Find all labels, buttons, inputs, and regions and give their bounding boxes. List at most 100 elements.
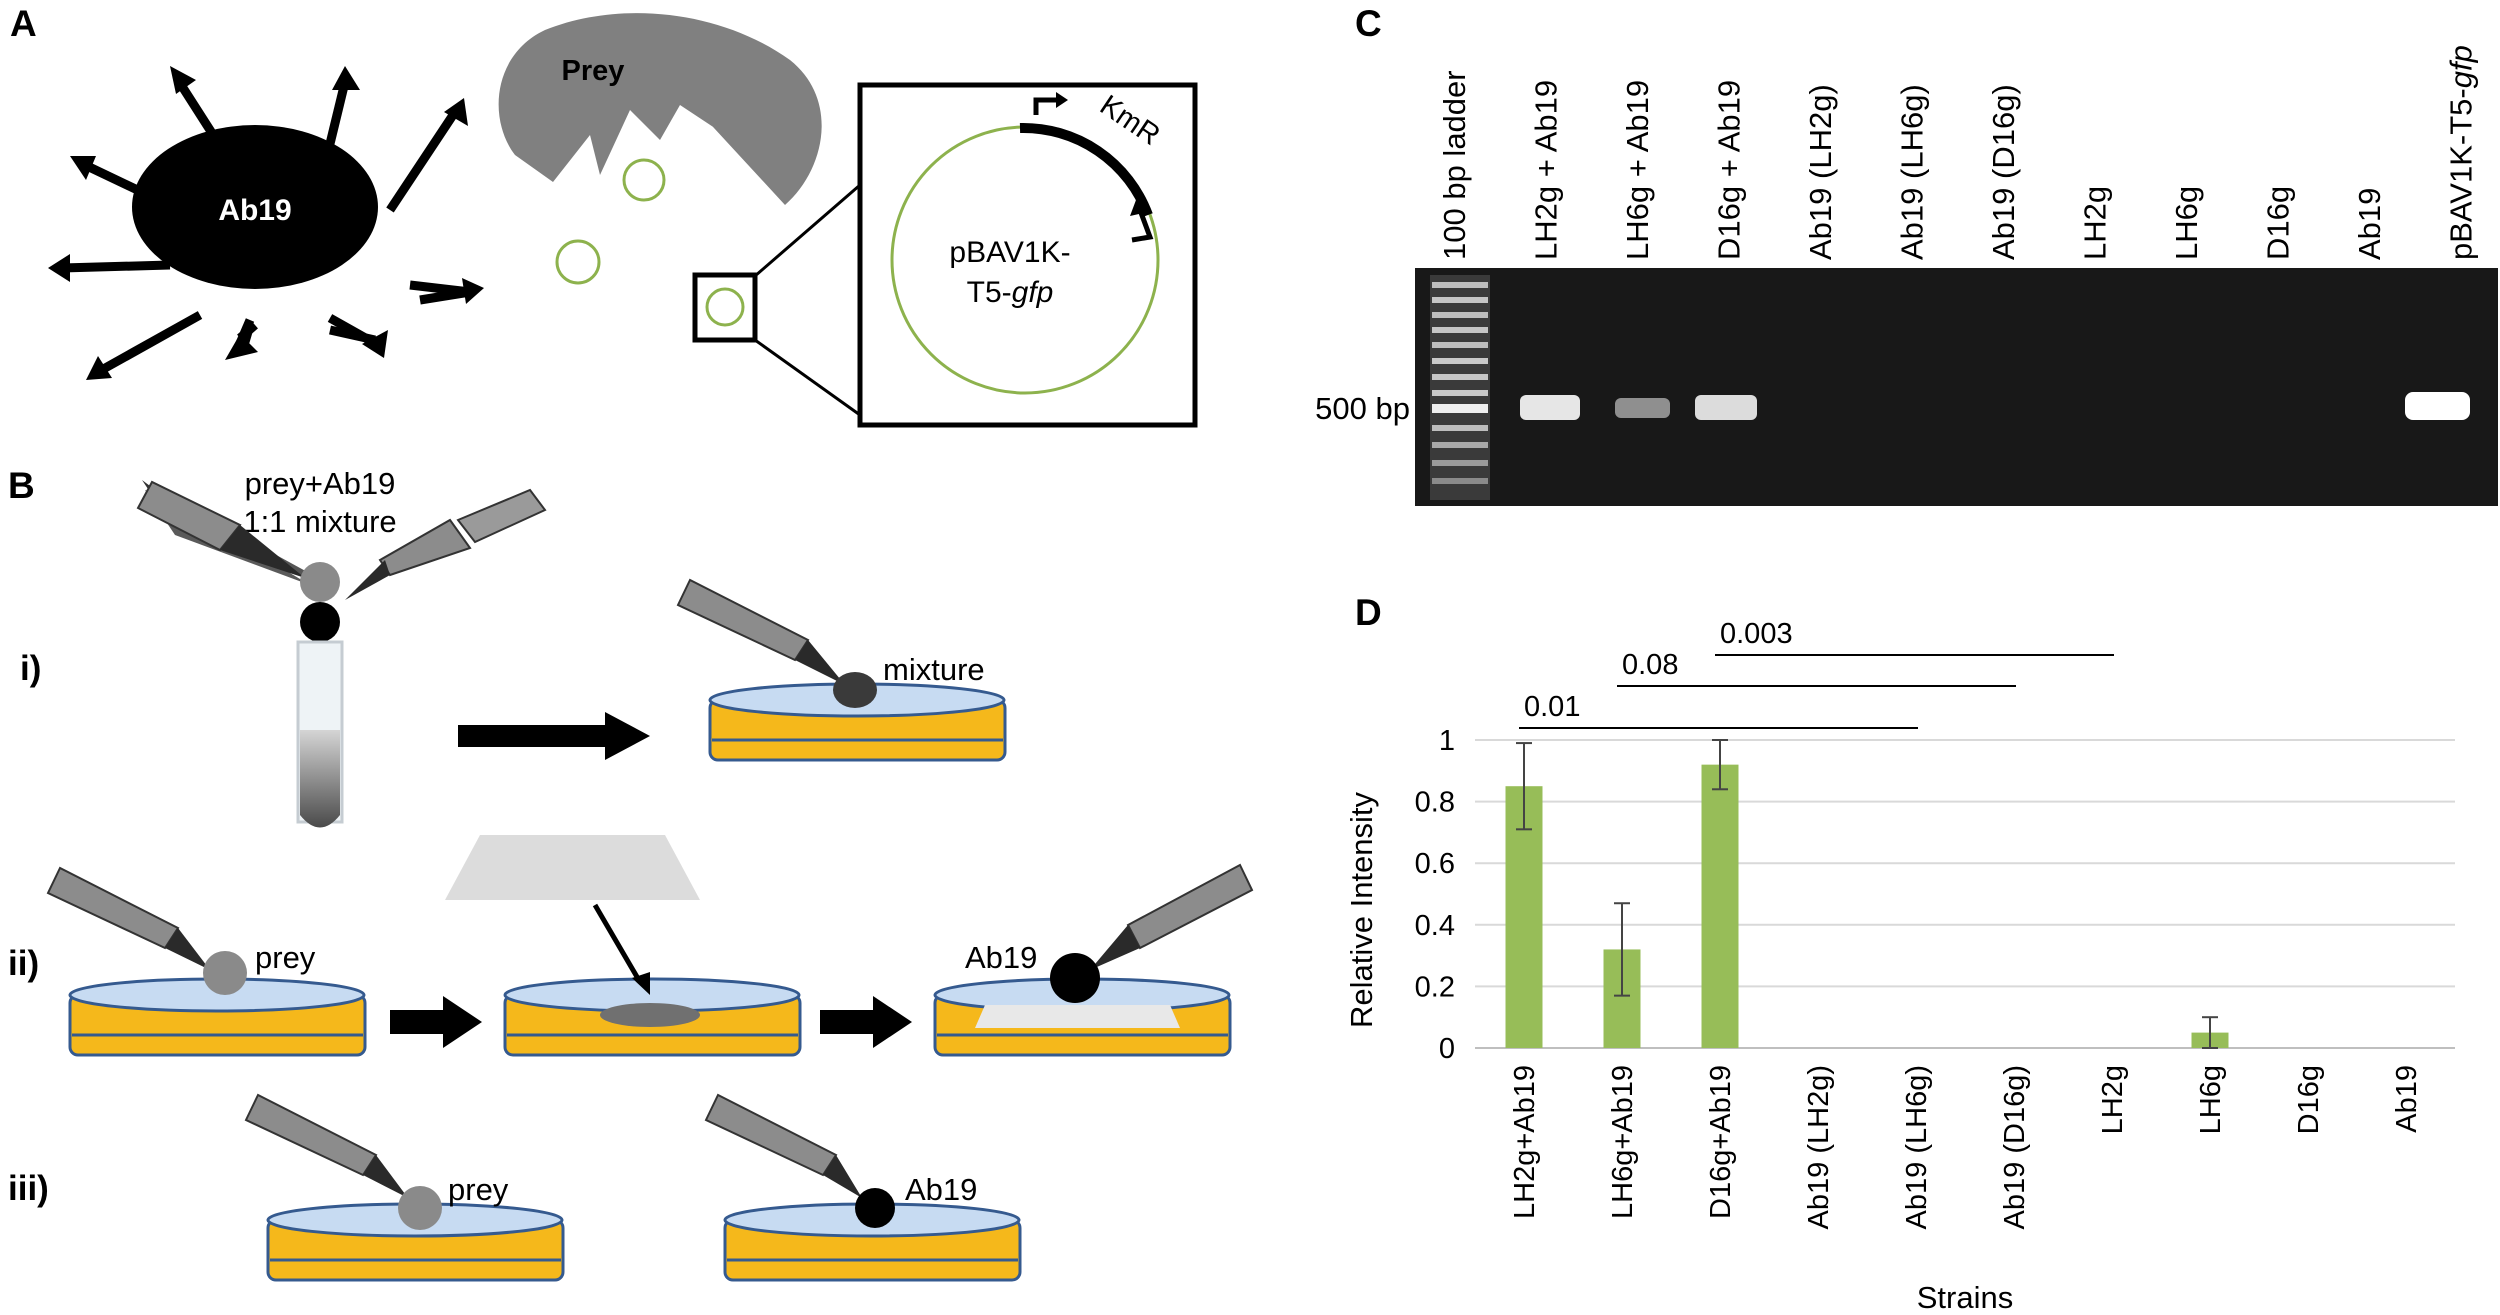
y-tick-label: 1 bbox=[1439, 725, 1455, 757]
x-tick-label: Ab19 (LH6g) bbox=[1901, 1065, 1933, 1229]
panel-d: D 0.01 0.08 0.003 0 0.2 0.4 0.6 0.8 1 LH2g+Ab19… bbox=[1344, 592, 2455, 1315]
row-ii-label: ii) bbox=[8, 944, 39, 983]
y-tick-label: 0.8 bbox=[1415, 787, 1455, 819]
zoom-box bbox=[692, 272, 758, 343]
gel-lane-label: Ab19 bbox=[2352, 188, 2387, 260]
panel-c-letter: C bbox=[1355, 3, 1382, 44]
x-tick-label: Ab19 bbox=[2391, 1065, 2423, 1133]
gel-lane-label: LH6g bbox=[2169, 186, 2204, 260]
gel-lane-label: LH6g + Ab19 bbox=[1620, 80, 1655, 260]
bar bbox=[1701, 764, 1739, 1048]
pipette-tip-icon bbox=[345, 488, 547, 600]
x-tick-label: LH2g+Ab19 bbox=[1509, 1065, 1541, 1219]
agar-plate-icon bbox=[266, 1202, 565, 1282]
row-iii-label: iii) bbox=[8, 1169, 49, 1208]
prey-drop-icon bbox=[203, 951, 247, 995]
ab19-drop-icon bbox=[855, 1188, 895, 1228]
gel-lane-label: pBAV1K-T5-gfp bbox=[2444, 45, 2479, 260]
x-tick-label: LH6g bbox=[2195, 1065, 2227, 1134]
plasmid-name-line2: T5-gfp bbox=[967, 276, 1054, 309]
marker-500bp-label: 500 bp bbox=[1315, 391, 1410, 426]
pipette-tip-icon bbox=[1090, 863, 1254, 970]
agar-plate-icon bbox=[68, 977, 367, 1057]
membrane-icon bbox=[975, 1005, 1180, 1028]
mixture-title-line1: prey+Ab19 bbox=[245, 466, 396, 501]
x-tick-label: LH2g bbox=[2097, 1065, 2129, 1134]
mixture-title-line2: 1:1 mixture bbox=[243, 504, 396, 539]
prey-label: Prey bbox=[562, 55, 625, 87]
gel-lane-label: Ab19 (LH2g) bbox=[1803, 84, 1838, 260]
prey-drop-icon bbox=[398, 1186, 442, 1230]
x-tick-label: D16g bbox=[2293, 1065, 2325, 1134]
x-tick-label: Ab19 (D16g) bbox=[1999, 1065, 2031, 1229]
x-tick-label: D16g+Ab19 bbox=[1705, 1065, 1737, 1219]
gel-lane-label: 100 bp ladder bbox=[1437, 70, 1472, 260]
row-i-label: i) bbox=[20, 649, 41, 688]
mixture-label: mixture bbox=[883, 652, 985, 687]
panel-b-letter: B bbox=[8, 465, 35, 506]
arrow-icon bbox=[390, 996, 482, 1048]
promoter-arrow-icon bbox=[1033, 97, 1062, 115]
y-tick-label: 0.4 bbox=[1415, 910, 1455, 942]
prey-cell-icon bbox=[498, 13, 822, 205]
gel-lane-label: LH2g bbox=[2078, 186, 2113, 260]
gel-band bbox=[1615, 398, 1670, 418]
p-value-label: 0.01 bbox=[1524, 691, 1580, 723]
panel-d-letter: D bbox=[1355, 592, 1382, 633]
plasmid-name-line1: pBAV1K- bbox=[949, 236, 1070, 269]
x-tick-label: LH6g+Ab19 bbox=[1607, 1065, 1639, 1219]
ab19-label-ii: Ab19 bbox=[965, 940, 1037, 975]
kmr-gene-arc bbox=[1019, 122, 1153, 217]
pipette-tip-icon bbox=[244, 1093, 408, 1198]
pipette-tip-icon bbox=[136, 480, 322, 585]
ab19-label: Ab19 bbox=[218, 194, 291, 227]
plasmid-circle-icon bbox=[555, 239, 601, 285]
x-axis-title: Strains bbox=[1917, 1280, 2013, 1315]
gel-lane-label: D16g bbox=[2261, 186, 2296, 260]
y-tick-label: 0.6 bbox=[1415, 848, 1455, 880]
significance-brackets: 0.01 0.08 0.003 bbox=[1519, 618, 2114, 729]
gel-lane-label-italic: gfp bbox=[2444, 45, 2479, 88]
prey-label-iii: prey bbox=[448, 1172, 509, 1207]
ab19-drop-icon bbox=[1050, 953, 1100, 1003]
panel-a-letter: A bbox=[10, 3, 37, 44]
ladder-bands bbox=[1430, 275, 1490, 500]
mixture-drop-icon bbox=[833, 672, 877, 708]
pipette-tip-icon bbox=[46, 866, 210, 970]
panel-a: A bbox=[10, 3, 1198, 428]
prey-lawn-icon bbox=[600, 1003, 700, 1027]
plasmid-circle-icon bbox=[705, 287, 745, 327]
gel-band bbox=[1520, 395, 1580, 420]
membrane-filter-icon bbox=[445, 835, 700, 900]
prey-drop-icon bbox=[300, 562, 340, 602]
prey-label-ii: prey bbox=[255, 940, 316, 975]
culture-tube-icon bbox=[296, 640, 344, 828]
ab19-body bbox=[132, 125, 378, 289]
p-value-label: 0.08 bbox=[1622, 649, 1678, 681]
terminator-arrow-icon bbox=[1131, 209, 1154, 243]
y-tick-label: 0 bbox=[1439, 1033, 1455, 1065]
chart-bars bbox=[1505, 739, 2229, 1049]
y-axis-title: Relative Intensity bbox=[1344, 791, 1379, 1028]
plasmid-circle-icon bbox=[622, 158, 666, 202]
pipette-tip-icon bbox=[704, 1093, 862, 1198]
gel-band bbox=[2405, 392, 2470, 420]
ab19-drop-icon bbox=[300, 602, 340, 642]
ab19-cell-icon bbox=[48, 66, 484, 380]
gel-lane-label: Ab19 (D16g) bbox=[1986, 84, 2021, 260]
ab19-label-iii: Ab19 bbox=[905, 1172, 977, 1207]
arrow-icon bbox=[820, 996, 912, 1048]
y-tick-labels: 0 0.2 0.4 0.6 0.8 1 bbox=[1415, 725, 1455, 1065]
gel-lane-label: D16g + Ab19 bbox=[1712, 80, 1747, 260]
y-tick-label: 0.2 bbox=[1415, 971, 1455, 1003]
arrow-icon bbox=[458, 712, 650, 760]
plasmid-map-box bbox=[857, 82, 1198, 428]
x-tick-labels: LH2g+Ab19 LH6g+Ab19 D16g+Ab19 Ab19 (LH2g) Ab… bbox=[1509, 1065, 2423, 1229]
gel-lane-label: LH2g + Ab19 bbox=[1529, 80, 1564, 260]
gel-band bbox=[1695, 395, 1757, 420]
x-tick-label: Ab19 (LH2g) bbox=[1803, 1065, 1835, 1229]
gel-lane-label: Ab19 (LH6g) bbox=[1895, 84, 1930, 260]
p-value-label: 0.003 bbox=[1720, 618, 1793, 650]
